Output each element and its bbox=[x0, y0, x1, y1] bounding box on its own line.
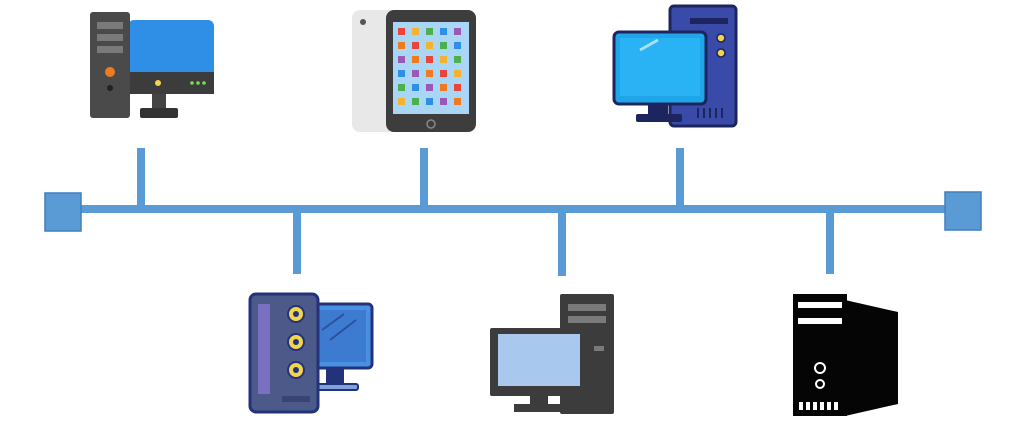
app-tile bbox=[440, 28, 447, 35]
app-tile bbox=[412, 56, 419, 63]
app-tile bbox=[398, 42, 405, 49]
drop-line-node-1 bbox=[137, 148, 145, 208]
app-tile bbox=[426, 28, 433, 35]
app-tile bbox=[440, 84, 447, 91]
app-tile bbox=[398, 84, 405, 91]
app-tile bbox=[454, 28, 461, 35]
drop-line-node-3 bbox=[676, 148, 684, 208]
app-tile bbox=[454, 42, 461, 49]
app-tile bbox=[412, 84, 419, 91]
terminator-right bbox=[944, 191, 982, 231]
desktop-computer-icon bbox=[90, 12, 214, 118]
drop-line-node-2 bbox=[420, 148, 428, 208]
app-tile bbox=[398, 70, 405, 77]
drop-line-node-6 bbox=[826, 210, 834, 274]
app-tile bbox=[454, 70, 461, 77]
app-tile bbox=[454, 56, 461, 63]
app-tile bbox=[426, 56, 433, 63]
app-tile bbox=[454, 84, 461, 91]
app-tile bbox=[398, 56, 405, 63]
app-tile bbox=[426, 70, 433, 77]
app-tile bbox=[412, 70, 419, 77]
app-tile bbox=[440, 70, 447, 77]
app-tile bbox=[426, 84, 433, 91]
bus-line bbox=[80, 205, 946, 213]
desktop-computer-icon bbox=[490, 294, 614, 414]
app-tile bbox=[426, 42, 433, 49]
app-tile bbox=[454, 98, 461, 105]
app-tile bbox=[440, 42, 447, 49]
app-tile bbox=[412, 42, 419, 49]
server-icon bbox=[793, 294, 898, 416]
desktop-computer-icon bbox=[248, 292, 374, 414]
app-tile bbox=[398, 28, 405, 35]
drop-line-node-5 bbox=[558, 210, 566, 276]
terminator-left bbox=[44, 192, 82, 232]
app-tile bbox=[412, 28, 419, 35]
app-tile bbox=[440, 98, 447, 105]
app-tile bbox=[412, 98, 419, 105]
app-tile bbox=[426, 98, 433, 105]
drop-lines bbox=[137, 148, 834, 276]
tablet-icon bbox=[352, 10, 476, 132]
desktop-computer-icon bbox=[612, 4, 738, 128]
drop-line-node-4 bbox=[293, 210, 301, 274]
app-tile bbox=[398, 98, 405, 105]
app-tile bbox=[440, 56, 447, 63]
